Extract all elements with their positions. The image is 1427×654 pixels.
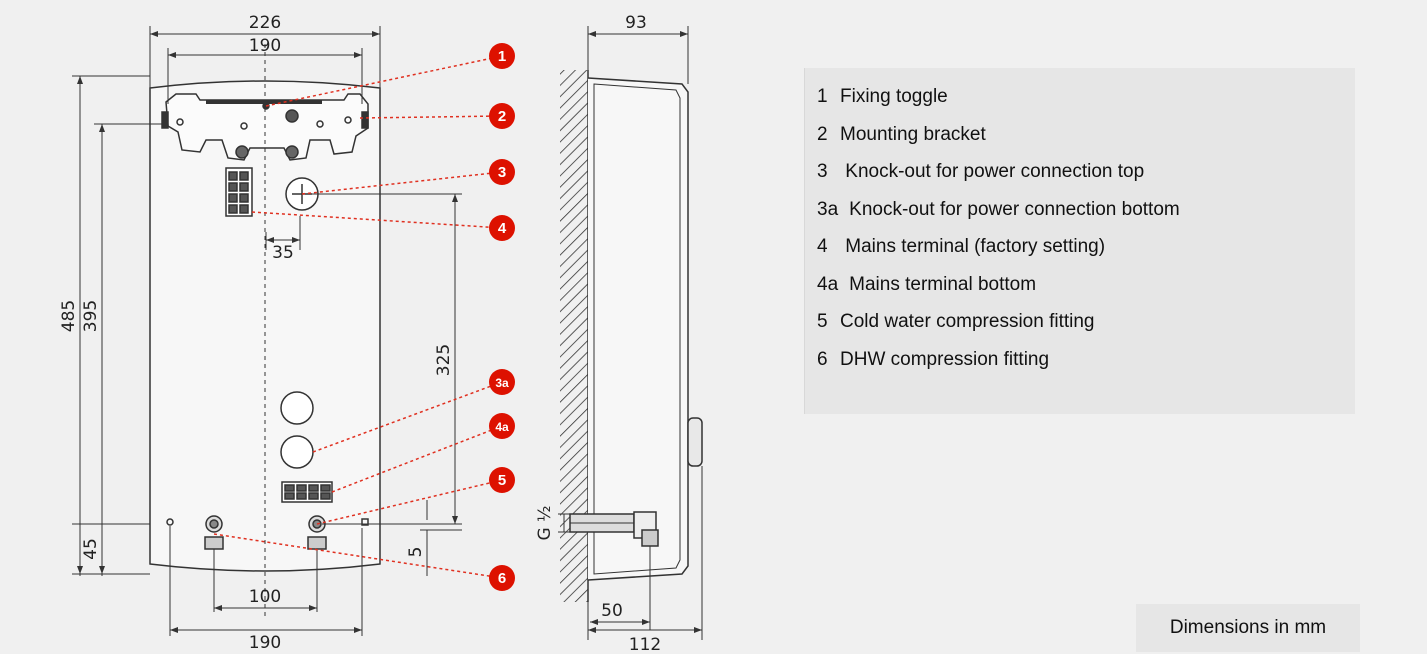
dim-bottom-45: 45 [81,538,101,560]
dim-front-width: 226 [249,13,281,33]
dim-bracket-width: 190 [249,36,281,56]
callout-6-label: 6 [498,570,506,587]
legend-item-text: DHW compression fitting [840,348,1050,370]
legend-item-text: Mains terminal (factory setting) [840,236,1106,257]
legend-item-text: Mains terminal bottom [849,273,1037,295]
legend-item: 6 DHW compression fitting [805,341,1355,379]
legend-item-number: 5 [817,311,828,332]
side-view [560,70,703,602]
legend-item-text: Knock-out for power connection top [840,161,1145,182]
callout-4a-label: 4a [495,420,509,434]
mains-terminal-shape [225,167,253,217]
callout-3: 3 [489,159,515,185]
front-dimension-lines [72,26,462,636]
front-view [149,44,381,618]
callout-leaders [213,55,503,579]
side-housing-outline [587,77,689,581]
legend-item: 4a Mains terminal bottom [805,266,1355,304]
legend-item: 3a Knock-out for power connection bottom [805,191,1355,229]
callout-3a-label: 3a [495,376,509,390]
legend-list: 1 Fixing toggle 2 Mounting bracket 3 Knock… [805,68,1355,378]
legend-item-text: Knock-out for power connection bottom [849,198,1180,220]
mounting-bracket-shape [165,93,369,161]
callout-1-label: 1 [498,48,506,65]
callout-4: 4 [489,215,515,241]
legend-item-number: 2 [817,123,828,145]
front-arrow-ticks [77,31,458,633]
dim-height-bracket: 395 [81,300,101,332]
side-dimension-lines [558,26,703,640]
dim-knockout-height: 325 [434,344,454,376]
legend-item-text: Fixing toggle [840,86,948,107]
callout-2: 2 [489,103,515,129]
dim-side-depth: 93 [625,13,647,33]
legend-item-number: 3 [817,161,828,182]
mains-terminal-bottom-shape [281,481,333,503]
dim-side-112: 112 [629,635,661,654]
dhw-fitting-shape [204,515,224,550]
legend-item: 4 Mains terminal (factory setting) [805,228,1355,266]
knockout-bottom-shape-upper [280,391,314,425]
callout-2-label: 2 [498,108,506,125]
dim-thread: G ½ [535,505,555,540]
dim-height-total: 485 [59,300,79,332]
dim-side-50: 50 [601,601,623,621]
callout-3-label: 3 [498,164,506,181]
legend-item: 2 Mounting bracket [805,116,1355,154]
callout-5: 5 [489,467,515,493]
knockout-bottom-shape-lower [280,435,314,469]
legend-item: 3 Knock-out for power connection top [805,153,1355,191]
legend-item-number: 4a [817,273,839,295]
legend-item-text: Mounting bracket [840,123,986,145]
legend-item-text: Cold water compression fitting [840,311,1095,332]
callout-4-label: 4 [498,220,507,237]
side-arrow-ticks [588,31,702,633]
legend-item: 1 Fixing toggle [805,78,1355,116]
dim-bottom-5: 5 [406,547,426,558]
legend-item-number: 6 [817,348,828,370]
callout-5-label: 5 [498,472,506,489]
side-knob [687,417,703,467]
legend-item: 5 Cold water compression fitting [805,303,1355,341]
callout-1: 1 [489,43,515,69]
callout-6: 6 [489,565,515,591]
callout-3a: 3a [489,369,515,395]
dim-fittings-spacing: 100 [249,587,281,607]
legend-item-number: 4 [817,236,828,257]
legend-item-number: 3a [817,198,839,220]
legend-item-number: 1 [817,86,828,107]
dim-offset-35: 35 [272,243,294,263]
dim-bottom-width: 190 [249,633,281,653]
legend-panel: 1 Fixing toggle 2 Mounting bracket 3 Knock… [804,68,1355,414]
callout-4a: 4a [489,413,515,439]
units-label: Dimensions in mm [1136,604,1360,652]
